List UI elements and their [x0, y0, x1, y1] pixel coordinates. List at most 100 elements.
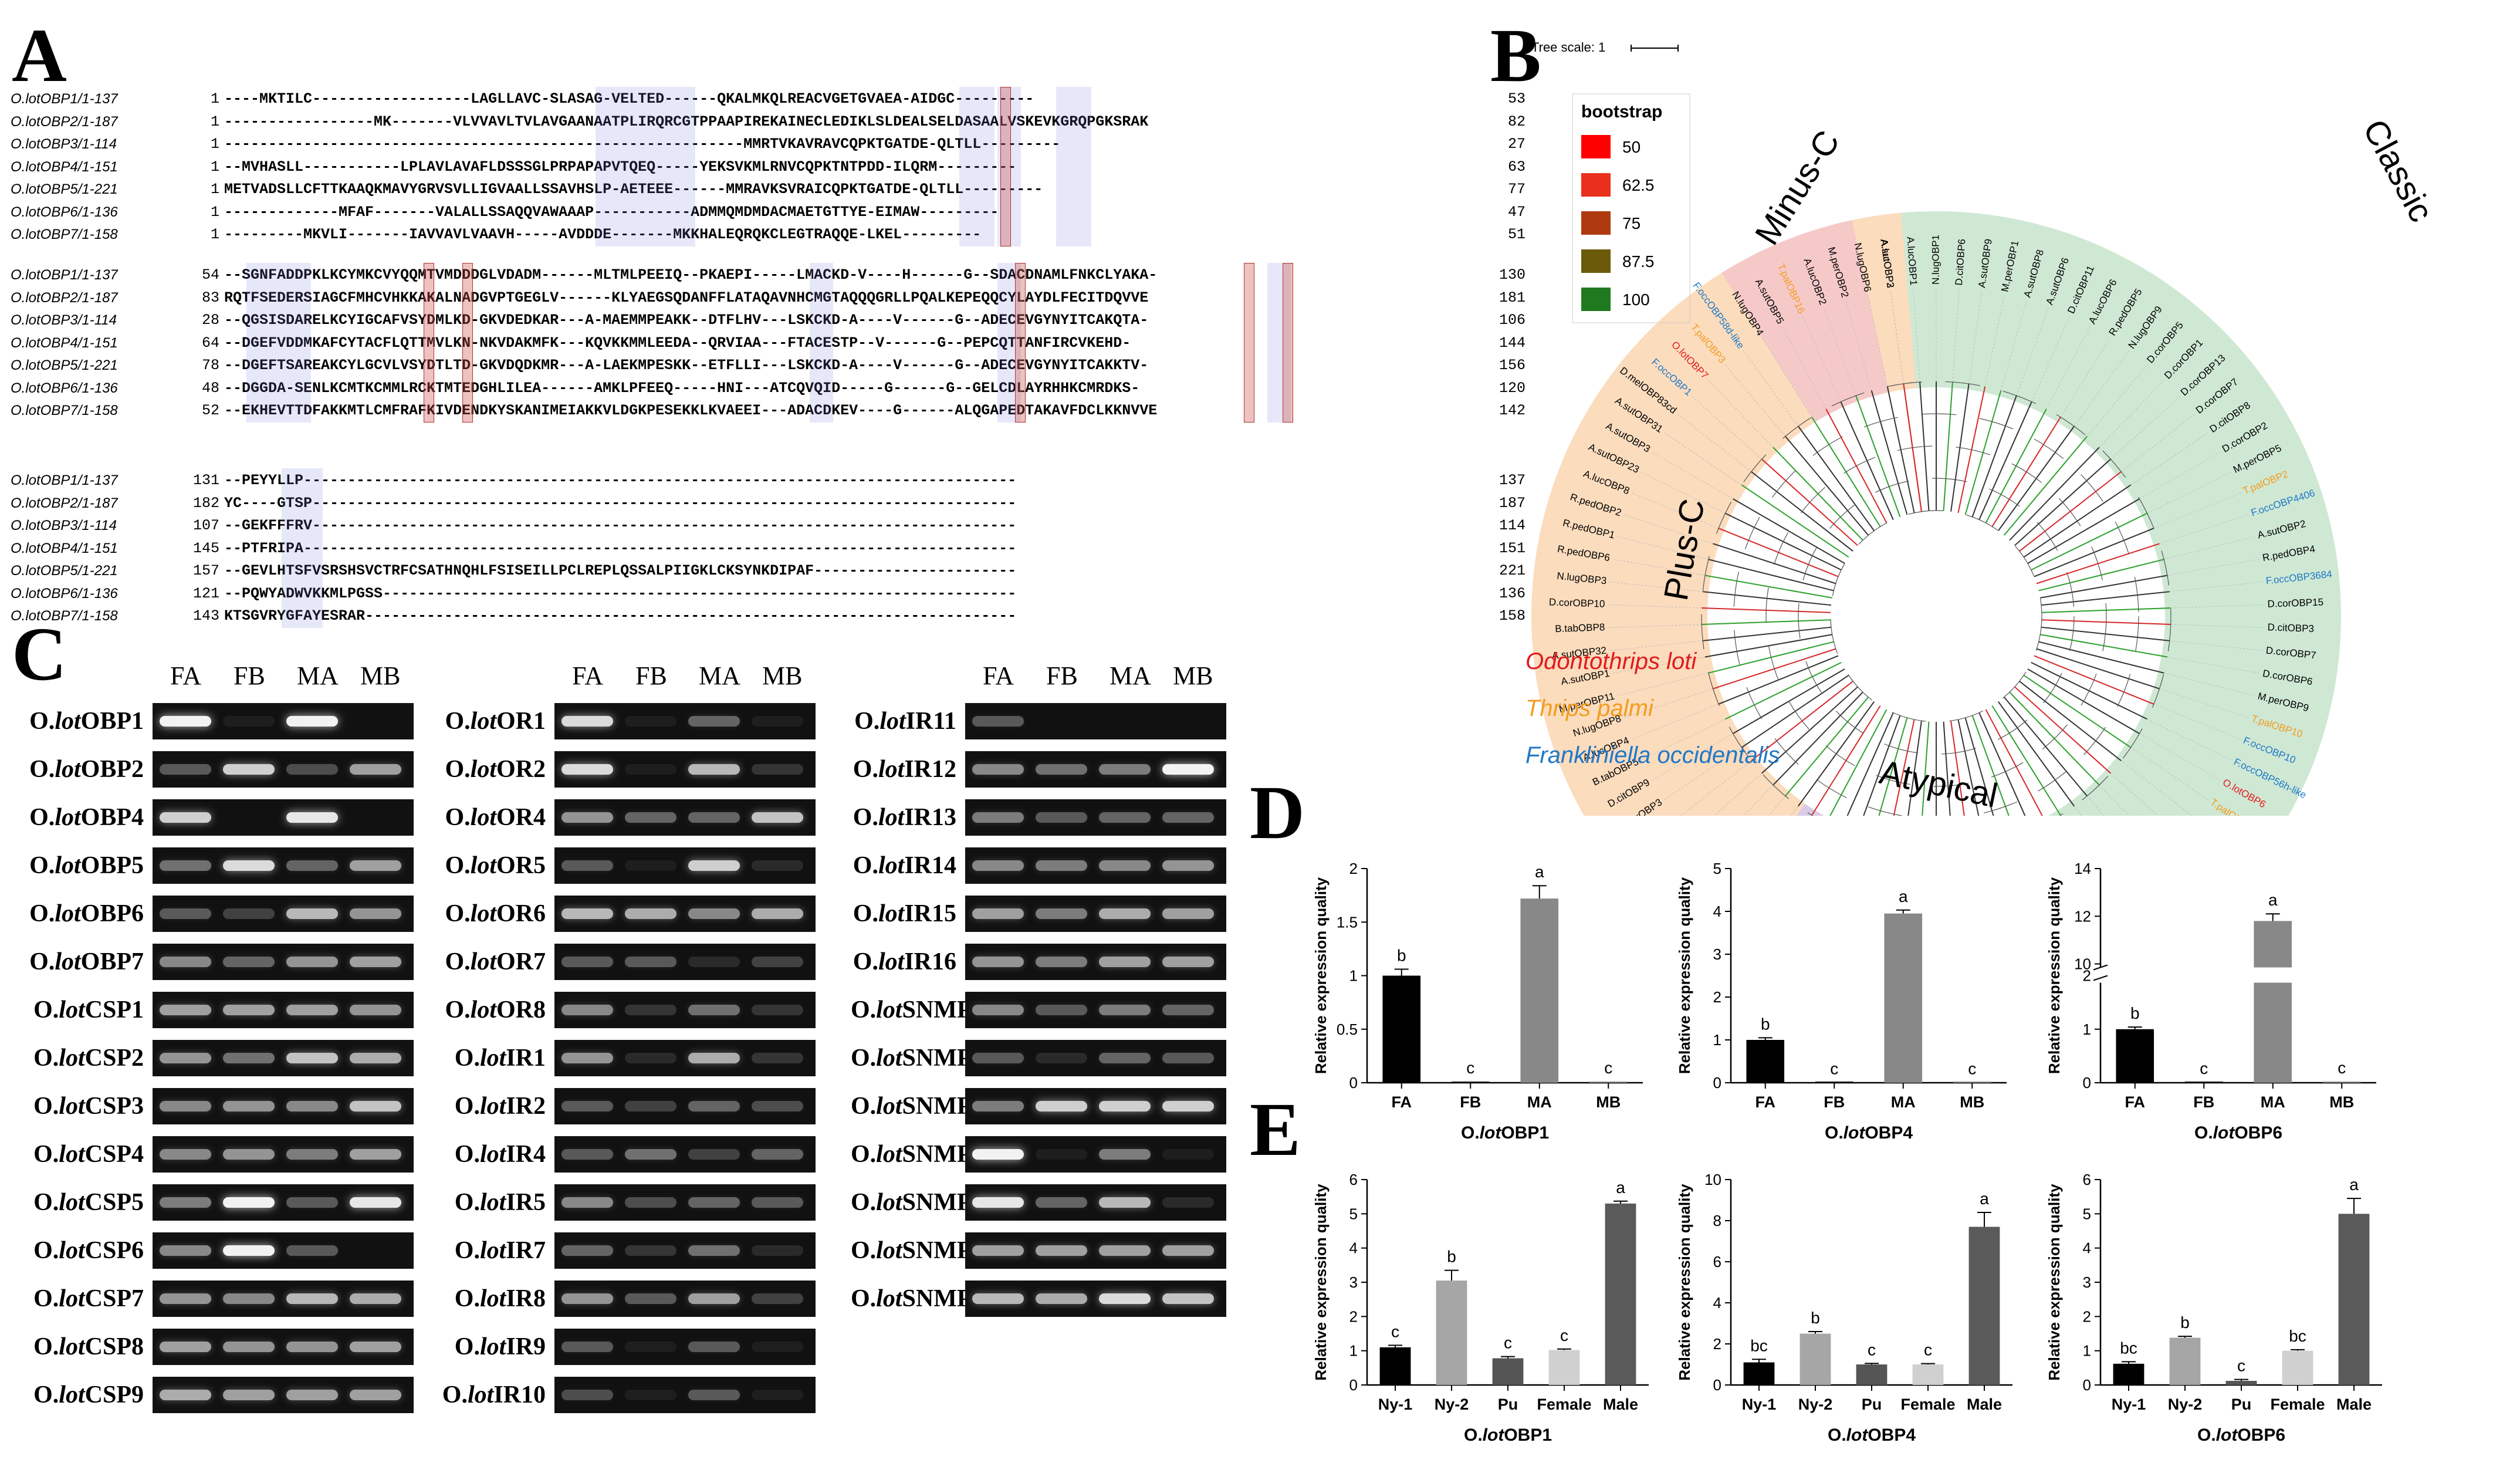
gel-band: [1036, 1149, 1087, 1160]
gel-band: [752, 1149, 803, 1160]
sequence-start: 121: [192, 585, 219, 602]
gel-band: [972, 1005, 1024, 1015]
gel-lane-header: FB: [1046, 661, 1078, 690]
gene-species-abbrev: lot: [55, 948, 81, 975]
gel-band: [350, 1101, 401, 1111]
gel-band: [752, 1293, 803, 1304]
gel-strip: [965, 847, 1226, 884]
gene-prefix: O.: [29, 708, 55, 735]
gene-prefix: O.: [29, 900, 55, 927]
gene-species-abbrev: lot: [876, 1285, 902, 1312]
gene-prefix: O.: [445, 852, 471, 879]
leaf-guide: [1612, 656, 1706, 674]
bar-break: [2252, 967, 2294, 983]
y-tick-label: 0: [1349, 1376, 1358, 1394]
sequence-start: 52: [201, 402, 219, 419]
gene-species-abbrev: lot: [467, 1381, 494, 1408]
gene-prefix: O.: [29, 852, 55, 879]
gel-band: [286, 1390, 338, 1400]
gel-band: [972, 1053, 1024, 1063]
gene-species-abbrev: lot: [876, 1189, 902, 1216]
gel-gene-label: O.lotOBP7: [29, 945, 144, 979]
gene-suffix: IR8: [506, 1285, 546, 1312]
bar: [1451, 1082, 1490, 1083]
gel-band: [160, 812, 211, 823]
sequence-start: 83: [201, 289, 219, 306]
leaf-guide: [1609, 581, 1703, 592]
sequence-end: 181: [1499, 289, 1525, 306]
gel-band: [688, 957, 740, 967]
bar: [1436, 1281, 1467, 1385]
gel-band: [1099, 957, 1151, 967]
y-tick-label: 14: [2074, 860, 2091, 877]
sequence-name: O.lotOBP4/1-151: [11, 335, 118, 351]
gene-prefix: O.: [33, 1333, 59, 1360]
gel-band: [1099, 1005, 1151, 1015]
gene-species-abbrev: lot: [59, 1237, 85, 1264]
gene-prefix: O.: [33, 1381, 59, 1408]
y-tick-label: 1: [1349, 1342, 1358, 1360]
gel-band: [688, 860, 740, 871]
gel-strip: [153, 944, 414, 980]
leaf-guide: [2139, 451, 2221, 499]
gene-suffix: OBP5: [80, 852, 144, 879]
gene-suffix: IR4: [506, 1141, 546, 1168]
gel-band: [625, 812, 676, 823]
leaf-guide: [1631, 492, 1719, 529]
gene-prefix: O.: [853, 804, 878, 831]
gel-band: [160, 1197, 211, 1208]
gene-species-abbrev: lot: [59, 1285, 85, 1312]
gel-band: [561, 860, 613, 871]
leaf-guide: [1640, 718, 1726, 761]
leaf-guide: [1617, 673, 1709, 696]
gel-band: [223, 1390, 275, 1400]
leaf-guide: [2120, 760, 2196, 819]
gel-band: [972, 716, 1024, 727]
x-tick-label: Ny-2: [1435, 1396, 1469, 1413]
gel-band: [286, 716, 338, 727]
gel-gene-label: O.lotOBP2: [29, 752, 144, 786]
gel-band: [1099, 812, 1151, 823]
x-tick-label: Female: [2270, 1396, 2325, 1413]
leaf-guide: [2163, 673, 2255, 696]
sequence-residues: --GEKFFFRV------------------------------…: [224, 517, 1017, 534]
x-tick-label: Ny-1: [2112, 1396, 2146, 1413]
gene-suffix: IR16: [904, 948, 956, 975]
gel-band: [350, 1005, 401, 1015]
gene-species-abbrev: lot: [878, 804, 905, 831]
gel-strip: [554, 1184, 816, 1221]
x-tick-label: Pu: [2231, 1396, 2252, 1413]
gel-band: [223, 1342, 275, 1352]
gene-species-abbrev: lot: [59, 1189, 85, 1216]
y-tick-label: 0: [1713, 1074, 1721, 1092]
y-tick-label: 2: [2083, 1308, 2091, 1325]
gel-lane-header: FA: [170, 661, 201, 690]
sequence-end: 47: [1507, 203, 1525, 221]
leaf-guide: [2086, 364, 2148, 437]
gel-band: [160, 764, 211, 775]
gel-band: [286, 1101, 338, 1111]
gene-species-abbrev: lot: [59, 1333, 85, 1360]
gel-band: [752, 764, 803, 775]
leaf-guide: [2167, 656, 2260, 674]
gel-band: [160, 957, 211, 967]
leaf-guide: [1823, 307, 1856, 396]
gel-gene-label: O.lotIR10: [440, 1378, 546, 1412]
sequence-residues: ----MKTILC------------------LAGLLAVC-SLA…: [224, 90, 1034, 107]
gel-band: [625, 1149, 676, 1160]
gene-prefix: O.: [29, 948, 55, 975]
leaf-guide: [2099, 379, 2165, 448]
gene-species-abbrev: lot: [470, 708, 496, 735]
gel-band: [752, 1053, 803, 1063]
gel-lane-header: MA: [297, 661, 339, 690]
gel-band: [625, 764, 676, 775]
gel-band: [972, 1197, 1024, 1208]
significance-letter: c: [1830, 1059, 1838, 1077]
conserved-cysteine-highlight: [1283, 263, 1293, 423]
gel-band: [160, 1149, 211, 1160]
gene-prefix: O.: [33, 1189, 59, 1216]
gel-gene-label: O.lotOR4: [440, 800, 546, 835]
leaf-guide: [2120, 413, 2196, 472]
gel-band: [688, 812, 740, 823]
